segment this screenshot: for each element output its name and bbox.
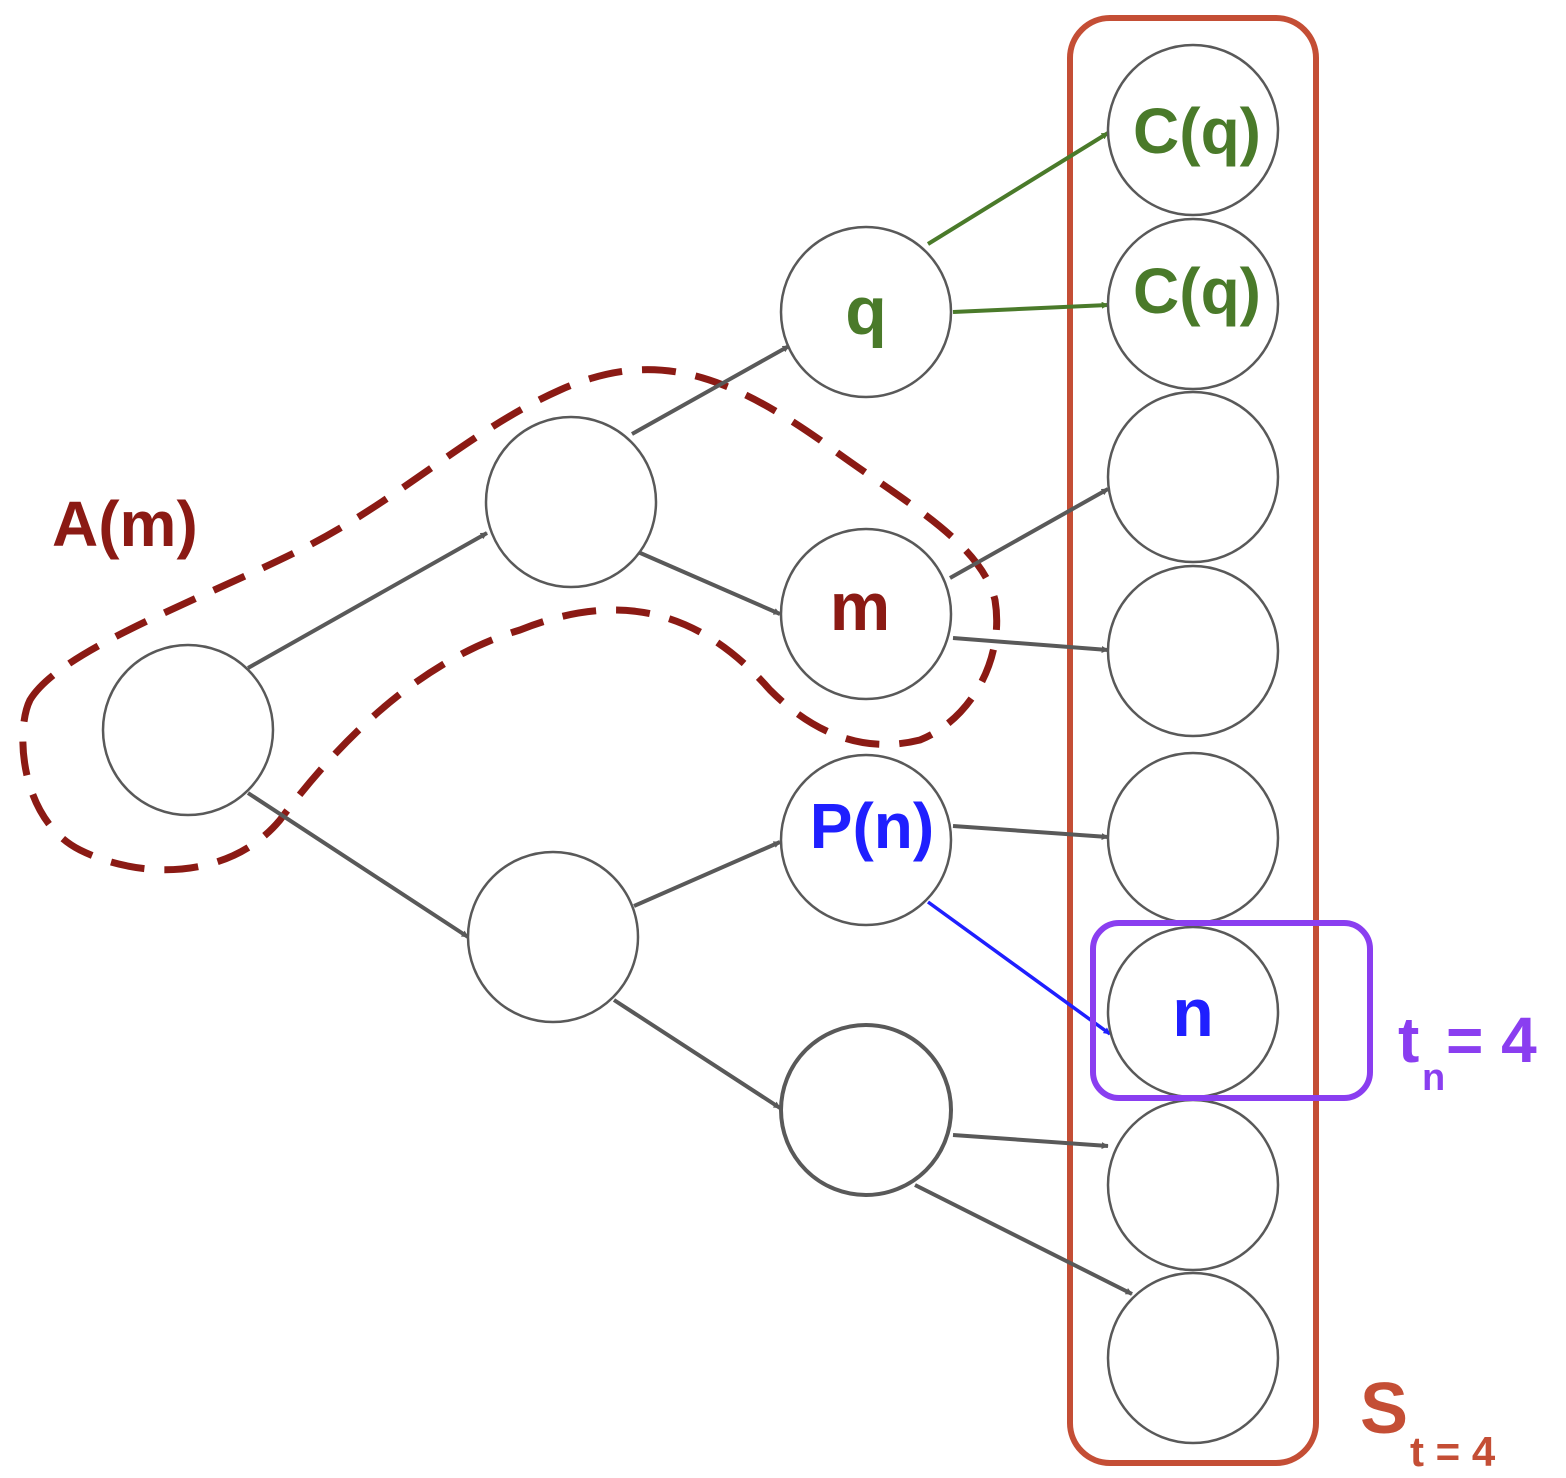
- layer-node-3: [1106, 390, 1280, 564]
- edge-q-to-c1: [926, 131, 1110, 246]
- layer-node-2: [1106, 217, 1280, 391]
- layer-box: [1067, 15, 1319, 1466]
- node-parent-label: P(n): [810, 790, 934, 862]
- node-m-label: m: [830, 569, 890, 645]
- edge-b-to-pn: [633, 840, 781, 908]
- edge-root-to-a: [247, 531, 488, 670]
- layer-label-sub: t = 4: [1410, 1428, 1496, 1475]
- edge-b-to-d: [612, 998, 782, 1110]
- edge-pn-to-l5: [952, 824, 1109, 841]
- edge-d-to-l8: [914, 1183, 1133, 1296]
- node-root: [101, 643, 275, 817]
- node-q-label: q: [845, 273, 887, 349]
- edge-pn-to-n: [926, 900, 1112, 1036]
- time-label-main: t: [1398, 1004, 1419, 1076]
- layer-node-1: [1106, 43, 1280, 217]
- node-n-label: n: [1172, 975, 1214, 1051]
- node-d: [779, 1023, 953, 1197]
- layer-label-main: S: [1360, 1369, 1408, 1449]
- child-2-label: C(q): [1133, 255, 1261, 327]
- child-1-label: C(q): [1133, 95, 1261, 167]
- node-b: [466, 850, 640, 1024]
- edge-m-to-l4: [952, 636, 1109, 654]
- layer-node-8: [1106, 1271, 1280, 1445]
- edge-m-to-l3: [949, 487, 1109, 580]
- edge-a-to-q: [631, 344, 790, 436]
- time-highlight-box: [1090, 920, 1373, 1101]
- edge-q-to-c2: [952, 301, 1109, 314]
- node-a: [484, 415, 658, 589]
- layer-node-4: [1106, 564, 1280, 738]
- layer-node-5: [1106, 751, 1280, 925]
- time-label-eq: = 4: [1446, 1004, 1537, 1076]
- node-m: [779, 527, 953, 701]
- node-q: [779, 225, 953, 399]
- time-label-sub: n: [1422, 1057, 1445, 1099]
- ancestor-region-outline: [19, 366, 1001, 874]
- layer-node-7: [1106, 1098, 1280, 1272]
- edge-a-to-m: [637, 550, 781, 616]
- edge-root-to-b: [246, 791, 470, 939]
- ancestors-label: A(m): [52, 488, 198, 560]
- node-parent-n: [779, 753, 953, 927]
- edge-d-to-l7: [952, 1133, 1109, 1150]
